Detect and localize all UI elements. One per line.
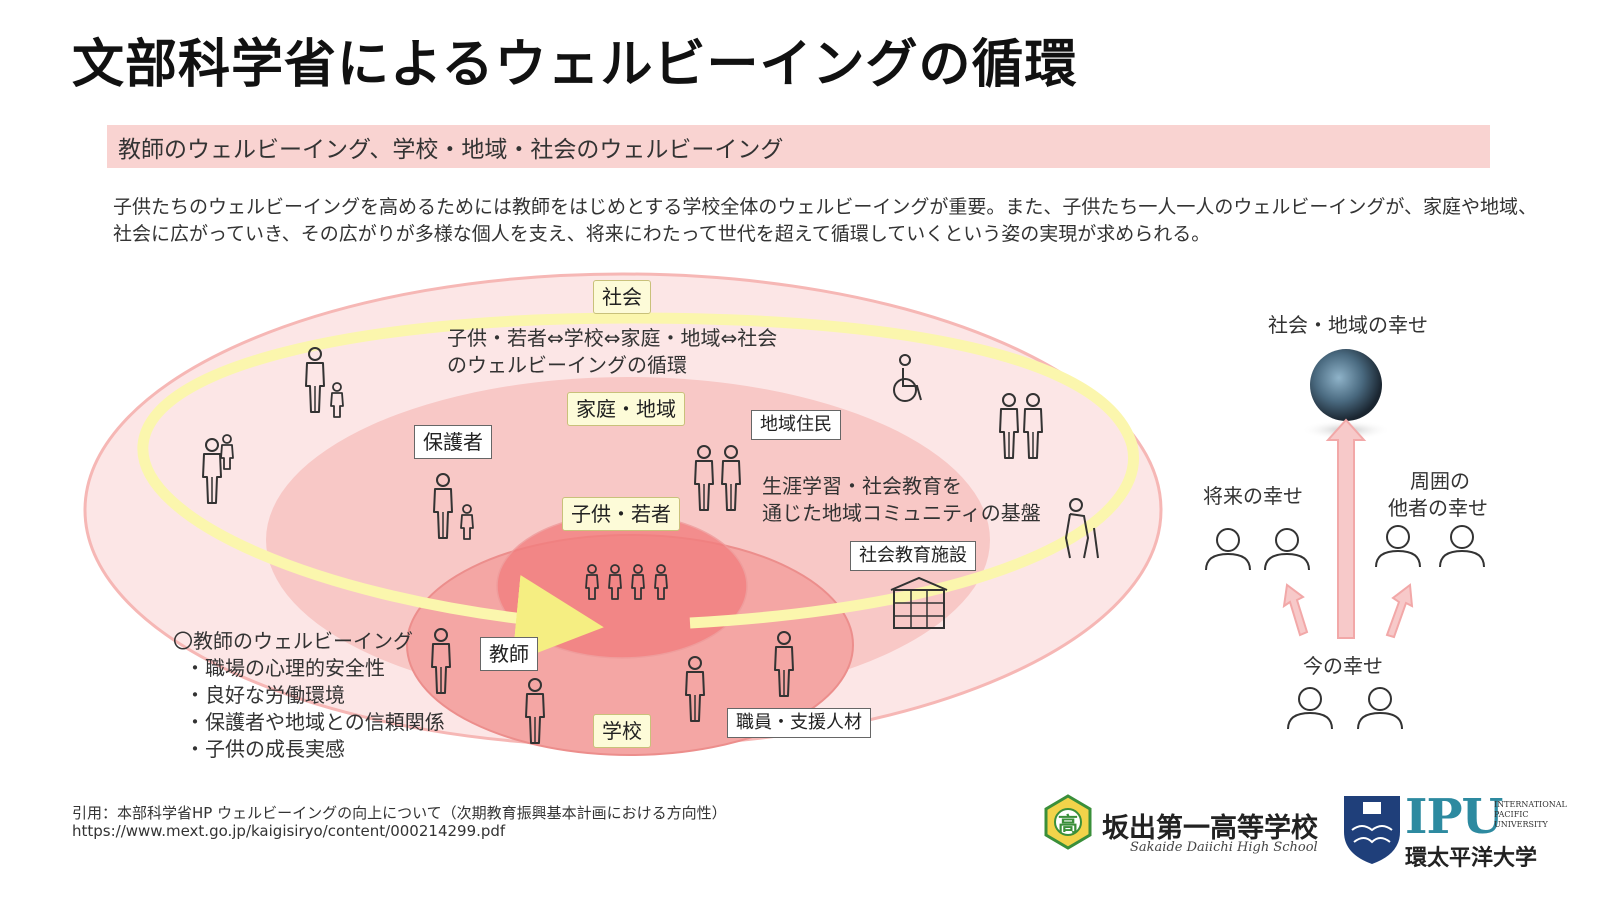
- future-happiness: 将来の幸せ: [1203, 484, 1303, 508]
- now-happiness: 今の幸せ: [1303, 654, 1383, 678]
- school-name: 坂出第一高等学校: [1102, 813, 1318, 844]
- ipu-english-name: INTERNATIONAL PACIFIC UNIVERSITY: [1494, 800, 1567, 829]
- earth-icon: [1310, 349, 1382, 421]
- ipu-logo-text: IPU: [1405, 789, 1503, 845]
- lifelong-text-line-2: 通じた地域コミュニティの基盤: [762, 501, 1041, 525]
- others-happiness-line-1: 周囲の: [1410, 469, 1470, 493]
- ipu-japanese-name: 環太平洋大学: [1405, 845, 1538, 871]
- school-emblem-icon: [1044, 794, 1092, 850]
- section-band: [107, 125, 1490, 168]
- school-emblem-char: 高: [1058, 812, 1078, 836]
- label-staff: 職員・支援人材: [727, 708, 871, 738]
- teacher-wellbeing-item: ・良好な労働環境: [185, 683, 345, 707]
- wheelchair-icon: [893, 354, 922, 402]
- society-region-happiness: 社会・地域の幸せ: [1268, 313, 1428, 337]
- future-man-icon: [1205, 528, 1251, 571]
- teacher-wellbeing-item: ・子供の成長実感: [185, 737, 345, 761]
- facility-building-icon: [890, 576, 948, 629]
- cycle-text-line-1: 子供・若者⇔学校⇔家庭・地域⇔社会: [447, 326, 778, 350]
- label-school: 学校: [593, 714, 651, 748]
- others-boy-icon: [1375, 525, 1421, 568]
- page-title: 文部科学省によるウェルビーイングの循環: [72, 35, 1078, 95]
- cycle-text-line-2: のウェルビーイングの循環: [447, 353, 687, 377]
- now-girl-icon: [1357, 687, 1403, 730]
- teacher-wellbeing-heading: 〇教師のウェルビーイング: [173, 629, 413, 653]
- up-arrow-left: [1282, 583, 1309, 637]
- elder-with-cane-icon: [1064, 498, 1099, 559]
- label-society: 社会: [593, 280, 651, 314]
- up-arrow-center: [1325, 418, 1367, 639]
- citation-url[interactable]: https://www.mext.go.jp/kaigisiryo/conten…: [72, 822, 506, 840]
- teacher-wellbeing-item: ・保護者や地域との信頼関係: [185, 710, 445, 734]
- section-heading: 教師のウェルビーイング、学校・地域・社会のウェルビーイング: [118, 137, 784, 163]
- label-children: 子供・若者: [562, 497, 680, 531]
- others-girl-icon: [1439, 525, 1485, 568]
- up-arrow-right: [1385, 583, 1414, 639]
- lifelong-text-line-1: 生涯学習・社会教育を: [762, 474, 962, 498]
- label-social-facility: 社会教育施設: [850, 541, 976, 571]
- label-guardian: 保護者: [414, 425, 492, 459]
- description-line-1: 子供たちのウェルビーイングを高めるためには教師をはじめとする学校全体のウェルビー…: [113, 196, 1538, 218]
- school-name-en: Sakaide Daiichi High School: [1130, 840, 1318, 855]
- label-family-region: 家庭・地域: [567, 392, 685, 426]
- others-happiness-line-2: 他者の幸せ: [1388, 496, 1488, 520]
- citation-text: 引用：本部科学省HP ウェルビーイングの向上について（次期教育振興基本計画におけ…: [72, 804, 727, 822]
- description-line-2: 社会に広がっていき、その広がりが多様な個人を支え、将来にわたって世代を超えて循環…: [113, 223, 1211, 245]
- label-teacher: 教師: [480, 637, 538, 671]
- wellbeing-cycle-arrow: [137, 312, 1139, 663]
- label-residents: 地域住民: [751, 410, 841, 440]
- future-woman-icon: [1264, 528, 1310, 571]
- ipu-shield-icon: [1344, 796, 1400, 864]
- now-boy-icon: [1287, 687, 1333, 730]
- teacher-wellbeing-item: ・職場の心理的安全性: [185, 656, 385, 680]
